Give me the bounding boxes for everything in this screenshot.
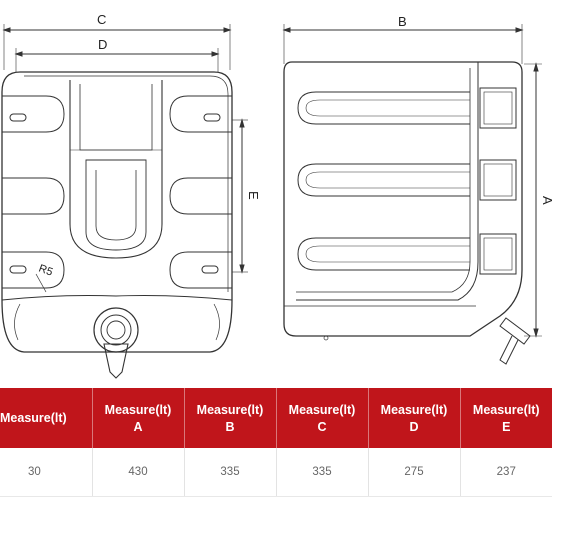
front-view [1,24,233,379]
header-a: Measure(lt)A [92,388,185,448]
table-row: 30 430 335 335 275 237 [0,448,552,497]
header-e: Measure(lt)E [460,388,552,448]
label-r5: R5 [37,263,54,279]
label-a: A [540,196,555,205]
label-b: B [398,14,407,29]
dimension-e [232,118,248,274]
cell-b: 335 [184,448,277,497]
measurements-table: Measure(lt) Measure(lt)A Measure(lt)B Me… [0,388,552,497]
table-header-row: Measure(lt) Measure(lt)A Measure(lt)B Me… [0,388,552,448]
header-c: Measure(lt)C [276,388,369,448]
side-view [282,24,542,365]
technical-drawing: C D B E A R5 [1,12,555,379]
cell-e: 237 [460,448,552,497]
header-measure: Measure(lt) [0,388,93,448]
cell-a: 430 [92,448,185,497]
header-b: Measure(lt)B [184,388,277,448]
cell-d: 275 [368,448,461,497]
cell-c: 335 [276,448,369,497]
header-d: Measure(lt)D [368,388,461,448]
label-d: D [98,37,107,52]
label-e: E [246,191,261,200]
label-c: C [97,12,106,27]
cell-measure: 30 [0,448,93,497]
